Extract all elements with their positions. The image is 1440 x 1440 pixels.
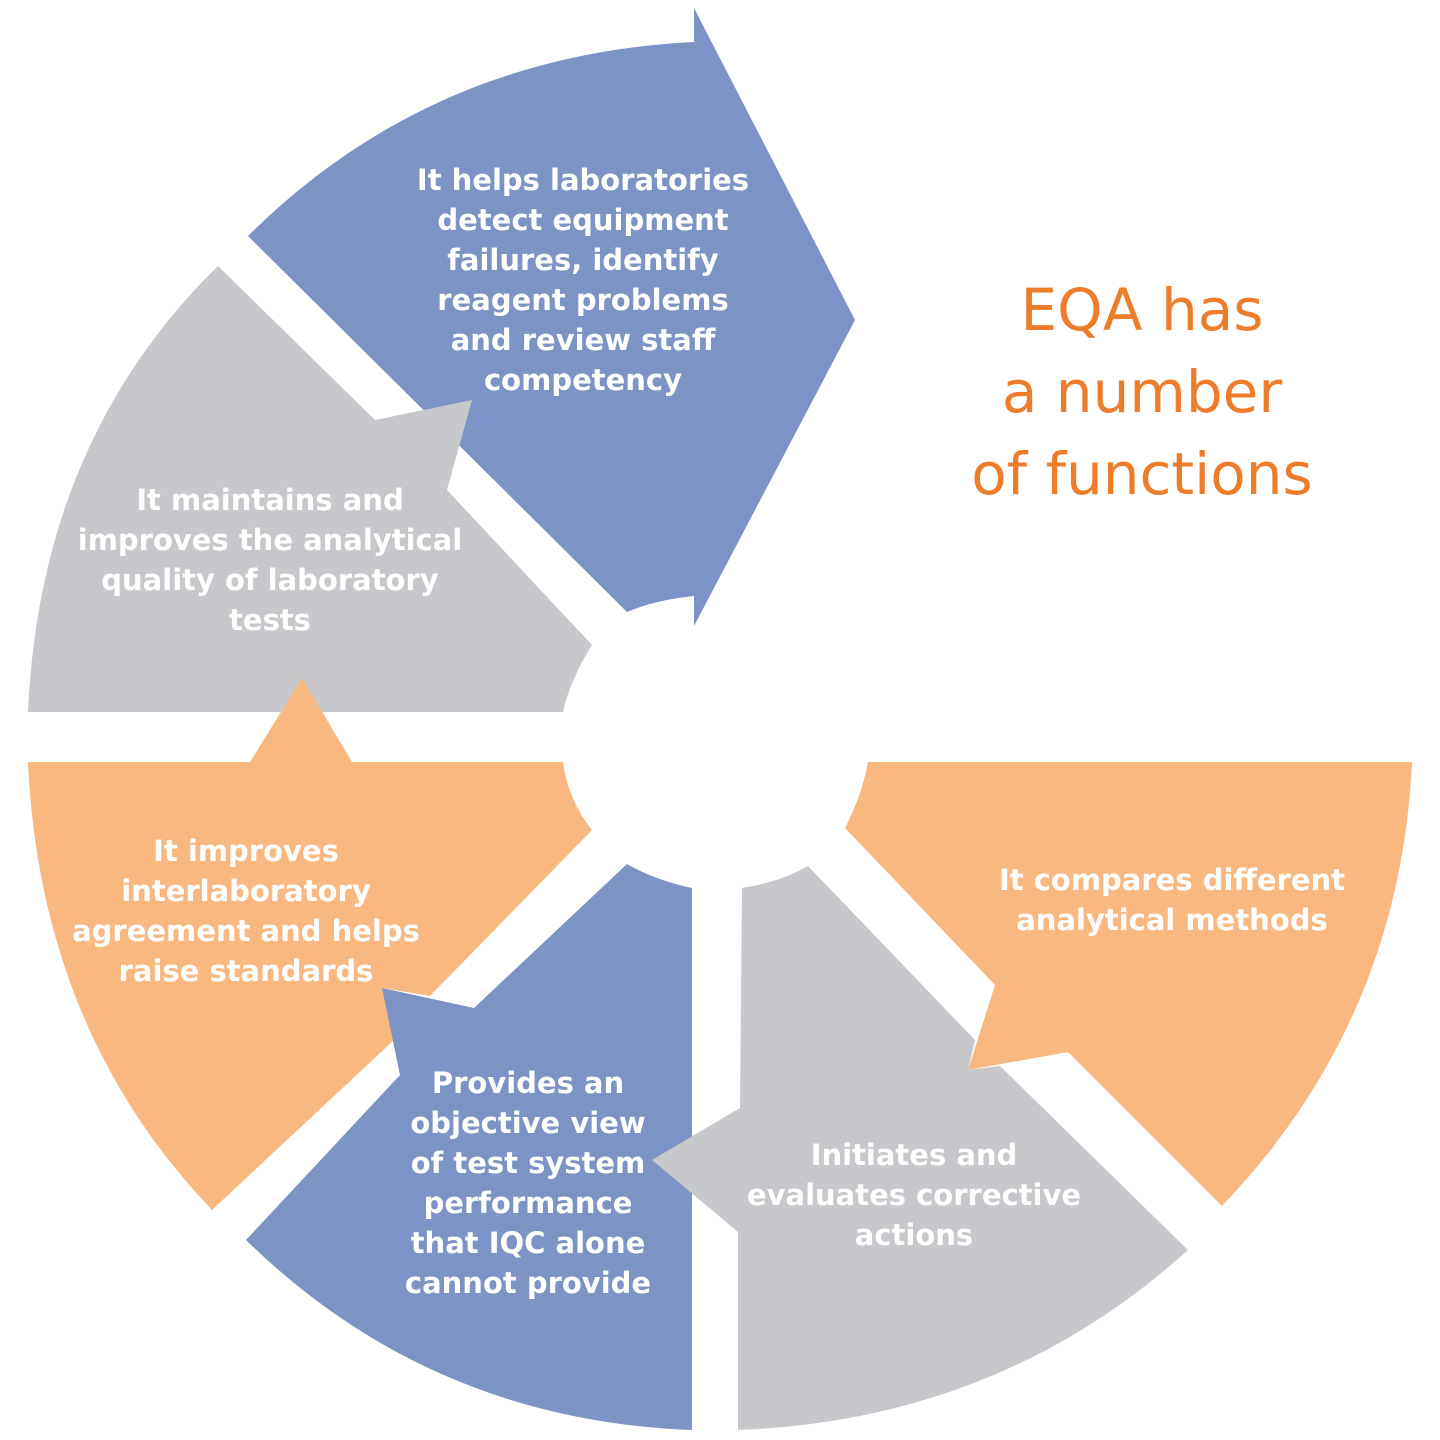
segment-label-line: It compares different (999, 863, 1345, 897)
segment-label-line: and review staff (451, 323, 716, 357)
segment-label-detect-failures: It helps laboratories detect equipment fai… (417, 163, 749, 397)
segment-label-line: It maintains and (136, 483, 403, 517)
diagram-title: EQA has a number of functions (971, 276, 1313, 508)
segment-corrective-actions (652, 866, 1188, 1430)
segment-objective-view (246, 864, 692, 1430)
segment-label-line: quality of laboratory (101, 563, 439, 597)
title-line: of functions (971, 440, 1313, 508)
segment-label-objective-view: Provides an objective view of test system p… (405, 1066, 651, 1300)
segment-label-line: Provides an (432, 1066, 624, 1100)
segment-analytical-quality (28, 266, 592, 712)
segment-interlaboratory-agreement (28, 678, 592, 1210)
segment-detect-failures (248, 8, 855, 626)
segment-label-line: Initiates and (811, 1138, 1018, 1172)
segment-label-line: It improves (153, 834, 339, 868)
segment-label-compares-methods: It compares different analytical methods (999, 863, 1345, 937)
segment-label-line: raise standards (119, 954, 374, 988)
segment-label-line: It helps laboratories (417, 163, 749, 197)
segment-label-line: objective view (410, 1106, 645, 1140)
segment-label-line: cannot provide (405, 1266, 651, 1300)
segment-label-interlaboratory-agreement: It improves interlaboratory agreement and … (72, 834, 420, 988)
segment-label-line: tests (229, 603, 311, 637)
segment-label-line: performance (424, 1186, 633, 1220)
title-line: EQA has (1021, 276, 1264, 344)
segment-label-corrective-actions: Initiates and evaluates corrective actions (747, 1138, 1081, 1252)
segment-label-line: interlaboratory (121, 874, 371, 908)
segment-label-line: detect equipment (437, 203, 728, 237)
segment-label-line: improves the analytical (78, 523, 462, 557)
segment-label-line: agreement and helps (72, 914, 420, 948)
segment-label-line: of test system (411, 1146, 646, 1180)
segment-label-line: failures, identify (447, 243, 718, 277)
segment-compares-methods (845, 762, 1412, 1206)
segment-label-line: that IQC alone (411, 1226, 646, 1260)
segment-label-analytical-quality: It maintains and improves the analytical q… (78, 483, 462, 637)
title-line: a number (1002, 358, 1282, 426)
segment-label-line: competency (484, 363, 682, 397)
segment-label-line: evaluates corrective (747, 1178, 1081, 1212)
segment-label-line: analytical methods (1016, 903, 1328, 937)
segment-label-line: reagent problems (437, 283, 728, 317)
segment-label-line: actions (855, 1218, 973, 1252)
